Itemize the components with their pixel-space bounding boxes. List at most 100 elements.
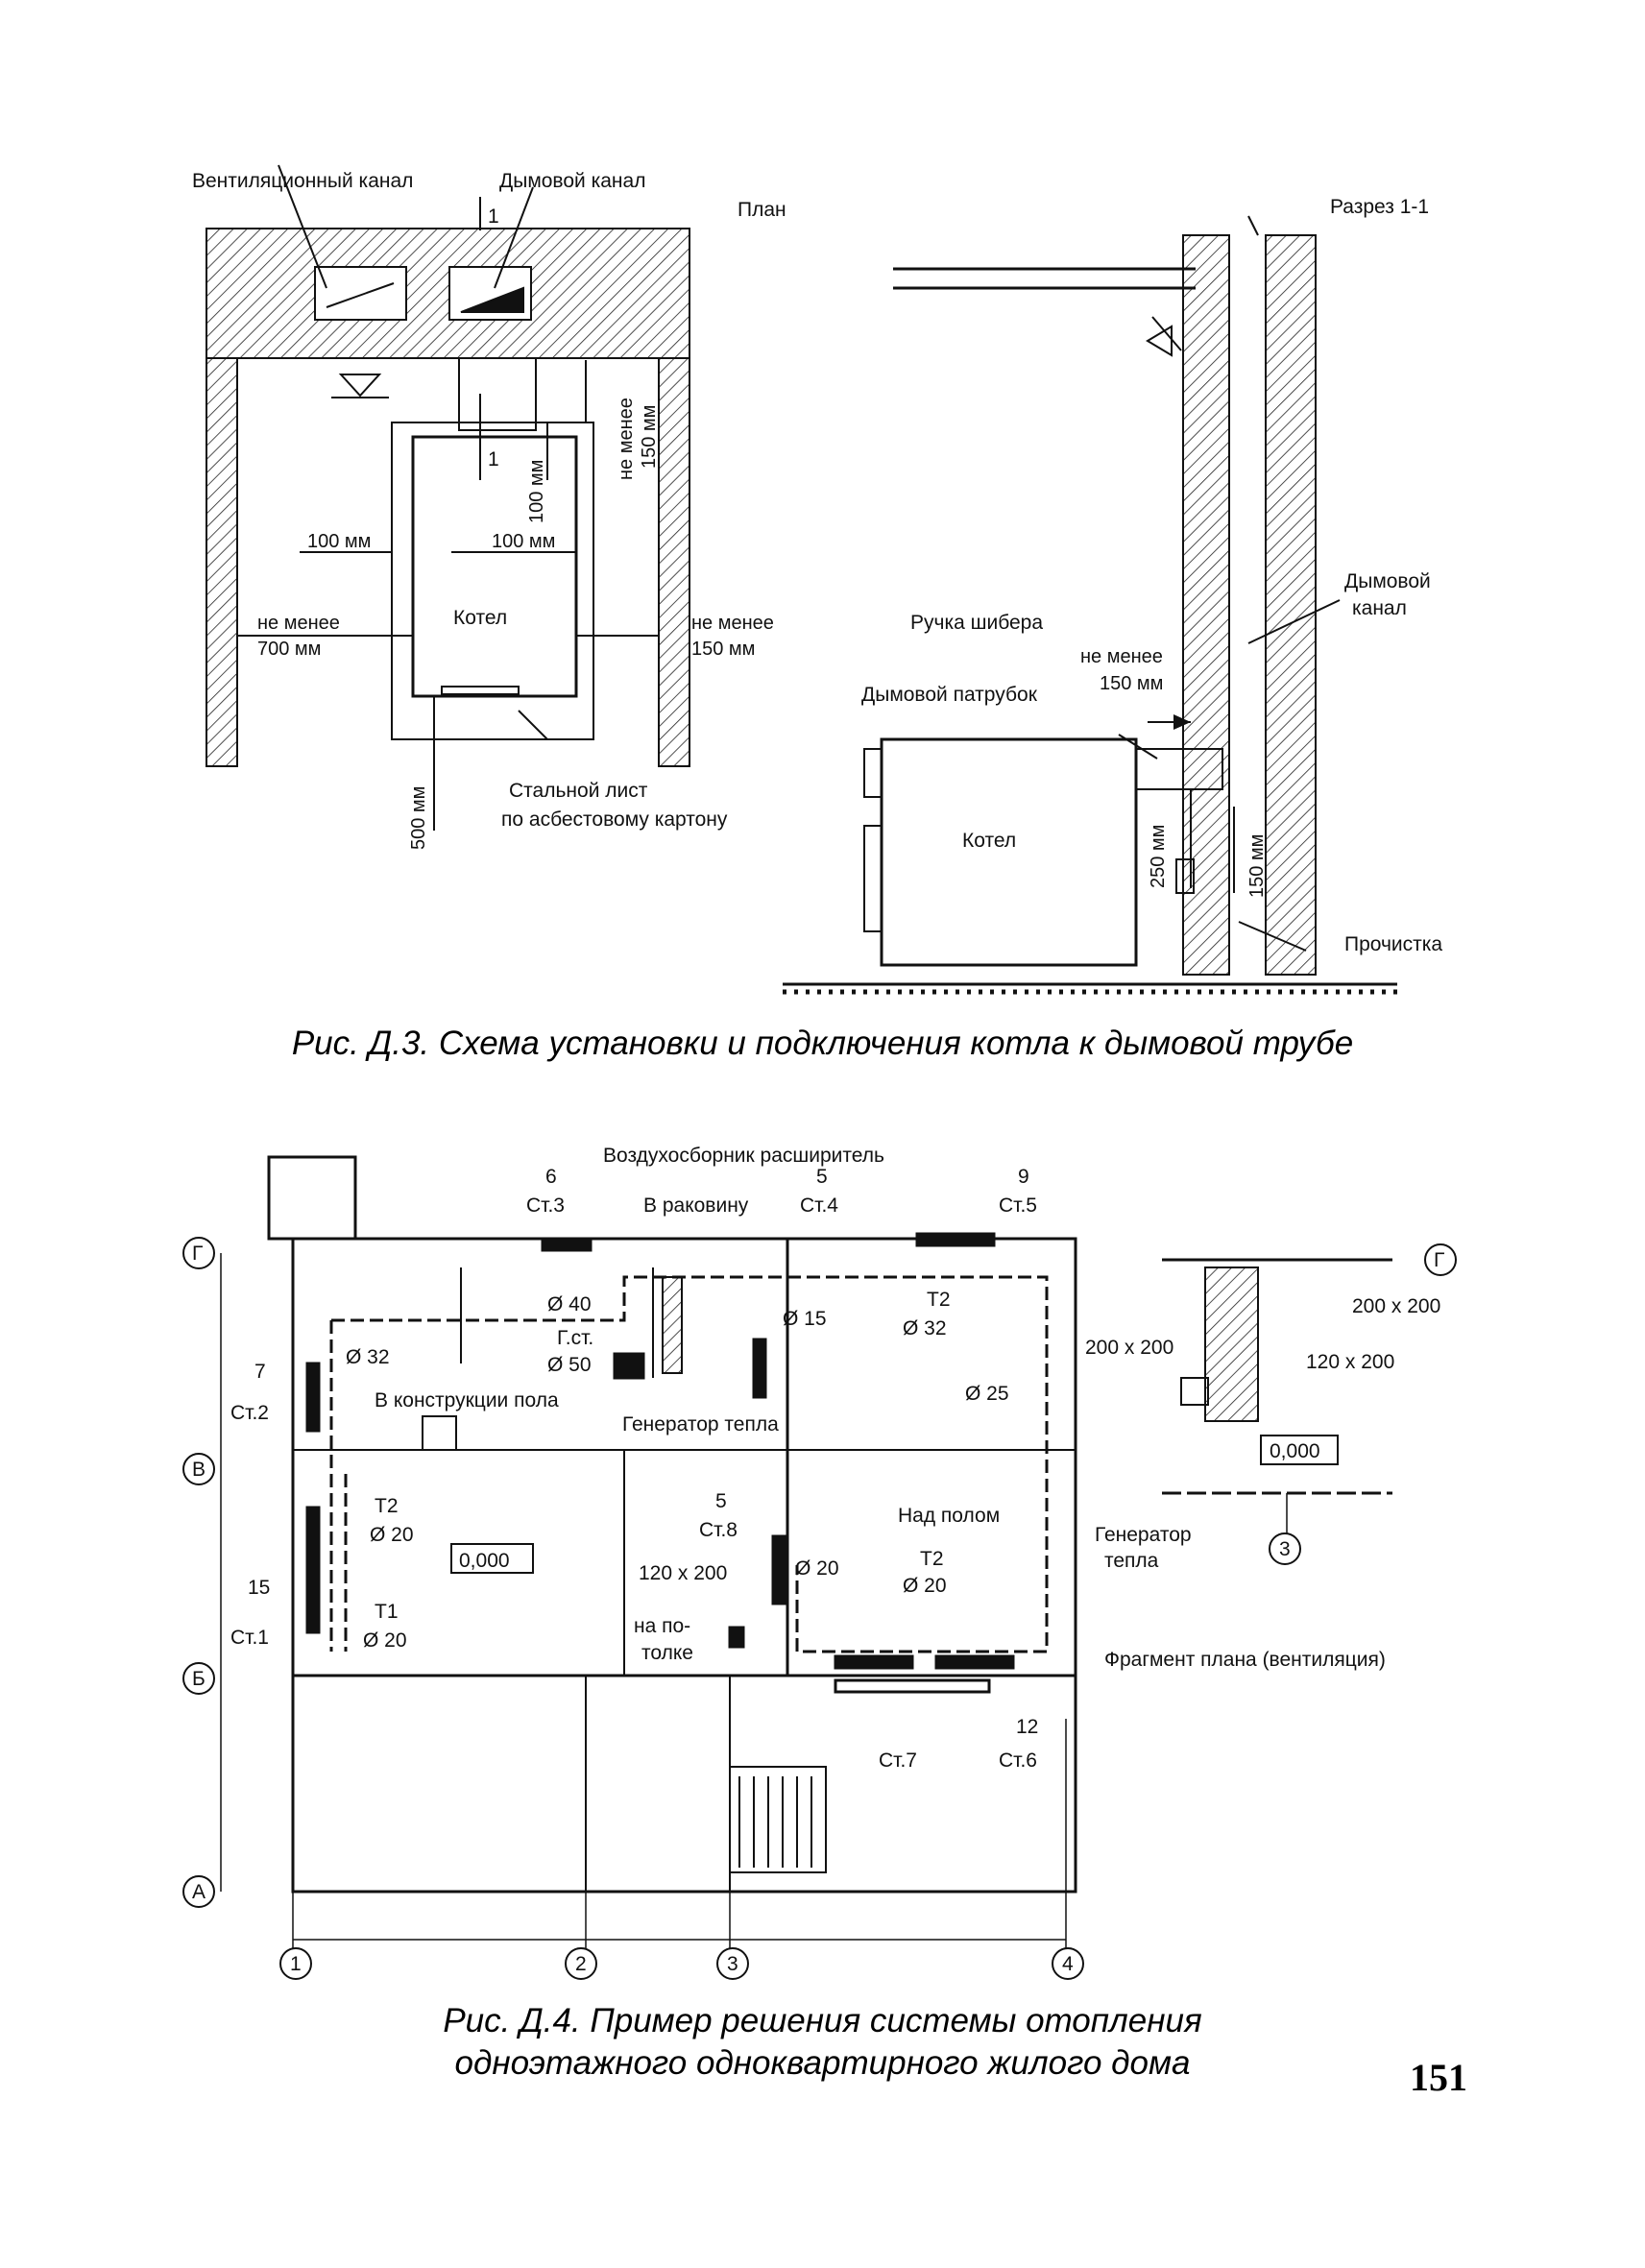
label-d32-left: Ø 32 [346,1346,390,1368]
label-t2-top: Т2 [927,1289,951,1311]
dim-100-left: 100 мм [307,531,371,552]
label-st7-bot: Ст.2 [230,1402,269,1424]
label-vent-channel: Вентиляционный канал [192,170,413,192]
dim-not-less-left: не менее [257,613,340,634]
fig4-plan [182,1155,1457,1980]
label-d32-right: Ø 32 [903,1317,947,1339]
frag-axis-g: Г [1434,1249,1444,1271]
flue-pipe [1135,748,1223,790]
label-st12-bot: Ст.6 [999,1749,1037,1772]
label-d40: Ø 40 [547,1293,592,1315]
dim-500: 500 мм [408,786,429,850]
heat-generator [613,1352,645,1380]
fig3-section [783,215,1397,995]
fig4-caption-line1: Рис. Д.4. Пример решения системы отоплен… [443,2002,1202,2039]
fig4-caption-line2: одноэтажного одноквартирного жилого дома [454,2044,1191,2082]
steel-sheet [391,422,594,740]
vent-channel [314,266,407,321]
label-d50: Ø 50 [547,1354,592,1376]
label-st5-top: 5 [816,1166,828,1188]
label-section: Разрез 1-1 [1330,196,1429,218]
label-damper-handle: Ручка шибера [910,612,1043,634]
label-steel-sheet-2: по асбестовому картону [501,808,728,831]
dim-150-vertical: 150 мм [1246,834,1268,898]
chimney-wall [206,228,690,359]
label-heat-gen: Генератор тепла [622,1413,779,1436]
axis-4: 4 [1062,1953,1074,1975]
label-st9-top: 9 [1018,1166,1029,1188]
boiler-plan [411,435,578,698]
label-cleanout: Прочистка [1344,933,1442,955]
label-d25: Ø 25 [965,1383,1009,1405]
dim-150-right: 150 мм [691,639,755,660]
label-plan: План [738,199,786,221]
mark-triangle [338,374,382,398]
dim-250: 250 мм [1148,825,1169,888]
label-boiler-section: Котел [962,830,1016,852]
label-t1: Т1 [375,1601,399,1623]
label-st8-top: 5 [715,1490,727,1512]
label-to-sink: В раковину [643,1194,749,1217]
label-st6-top: 6 [545,1166,557,1188]
label-smoke-channel-2: канал [1352,597,1407,619]
label-steel-sheet-1: Стальной лист [509,780,648,802]
axis-v: В [192,1459,206,1481]
label-st7b: Ст.7 [879,1749,917,1772]
dim-150-rot: 150 мм [639,405,660,469]
label-ceiling-2: толке [641,1642,693,1664]
label-air-collector: Воздухосборник расширитель [603,1145,884,1167]
label-boiler-plan: Котел [453,607,507,629]
label-in-floor: В конструкции пола [375,1389,559,1411]
label-d20-t1: Ø 20 [363,1629,407,1652]
section-wall-outer [1265,234,1317,976]
label-st7-top: 7 [254,1361,266,1383]
fig3-labels: Вентиляционный канал Дымовой канал План … [192,170,1442,955]
axis-1: 1 [290,1953,302,1975]
label-st15-top: 15 [248,1577,270,1599]
dim-150-section: 150 мм [1100,673,1163,694]
label-d20-right: Ø 20 [903,1575,947,1597]
label-t2-right: Т2 [920,1548,944,1570]
frag-200-left: 200 х 200 [1085,1337,1173,1359]
boiler-section [880,737,1138,967]
label-above-floor: Над полом [898,1505,1000,1527]
fig3-plan [206,164,690,831]
label-flue-pipe: Дымовой патрубок [861,684,1038,706]
dim-not-less-rot: не менее [616,398,637,480]
label-smoke-channel-1: Дымовой [1344,570,1431,592]
left-wall [206,357,238,767]
label-duct: 120 х 200 [639,1562,727,1584]
dim-not-less-section: не менее [1080,646,1163,667]
label-level: 0,000 [459,1550,510,1572]
flue-connector [458,357,537,431]
dim-100-vertical: 100 мм [526,460,547,523]
frag-gen-1: Генератор [1095,1524,1192,1546]
exterior-walls [291,1237,1077,1894]
dim-not-less-right: не менее [691,613,774,634]
fig3-caption: Рис. Д.3. Схема установки и подключения … [291,1025,1354,1062]
dim-700: 700 мм [257,639,321,660]
axis-3: 3 [727,1953,738,1975]
label-st5-bot: Ст.4 [800,1194,838,1217]
fig4-labels: Воздухосборник расширитель 6 Ст.3 В рако… [192,1145,1444,1975]
label-t2-left: Т2 [375,1495,399,1517]
label-st15-bot: Ст.1 [230,1627,269,1649]
section-mark-top: 1 [488,205,499,228]
frag-gen-2: тепла [1104,1550,1159,1572]
axis-a: А [192,1881,206,1903]
label-gst: Г.ст. [557,1327,593,1349]
label-d20-mid: Ø 20 [795,1557,839,1580]
axis-g: Г [192,1243,203,1265]
label-d15: Ø 15 [783,1308,827,1330]
cleanout-door [1175,858,1195,894]
frag-title: Фрагмент плана (вентиляция) [1104,1649,1386,1671]
label-st12-top: 12 [1016,1716,1038,1738]
frag-axis-3: 3 [1279,1538,1291,1560]
frag-200-right: 200 х 200 [1352,1295,1440,1317]
right-wall [658,357,690,767]
frag-level: 0,000 [1270,1440,1320,1462]
label-smoke-channel: Дымовой канал [499,170,645,192]
label-st6-bot: Ст.3 [526,1194,565,1217]
label-st9-bot: Ст.5 [999,1194,1037,1217]
